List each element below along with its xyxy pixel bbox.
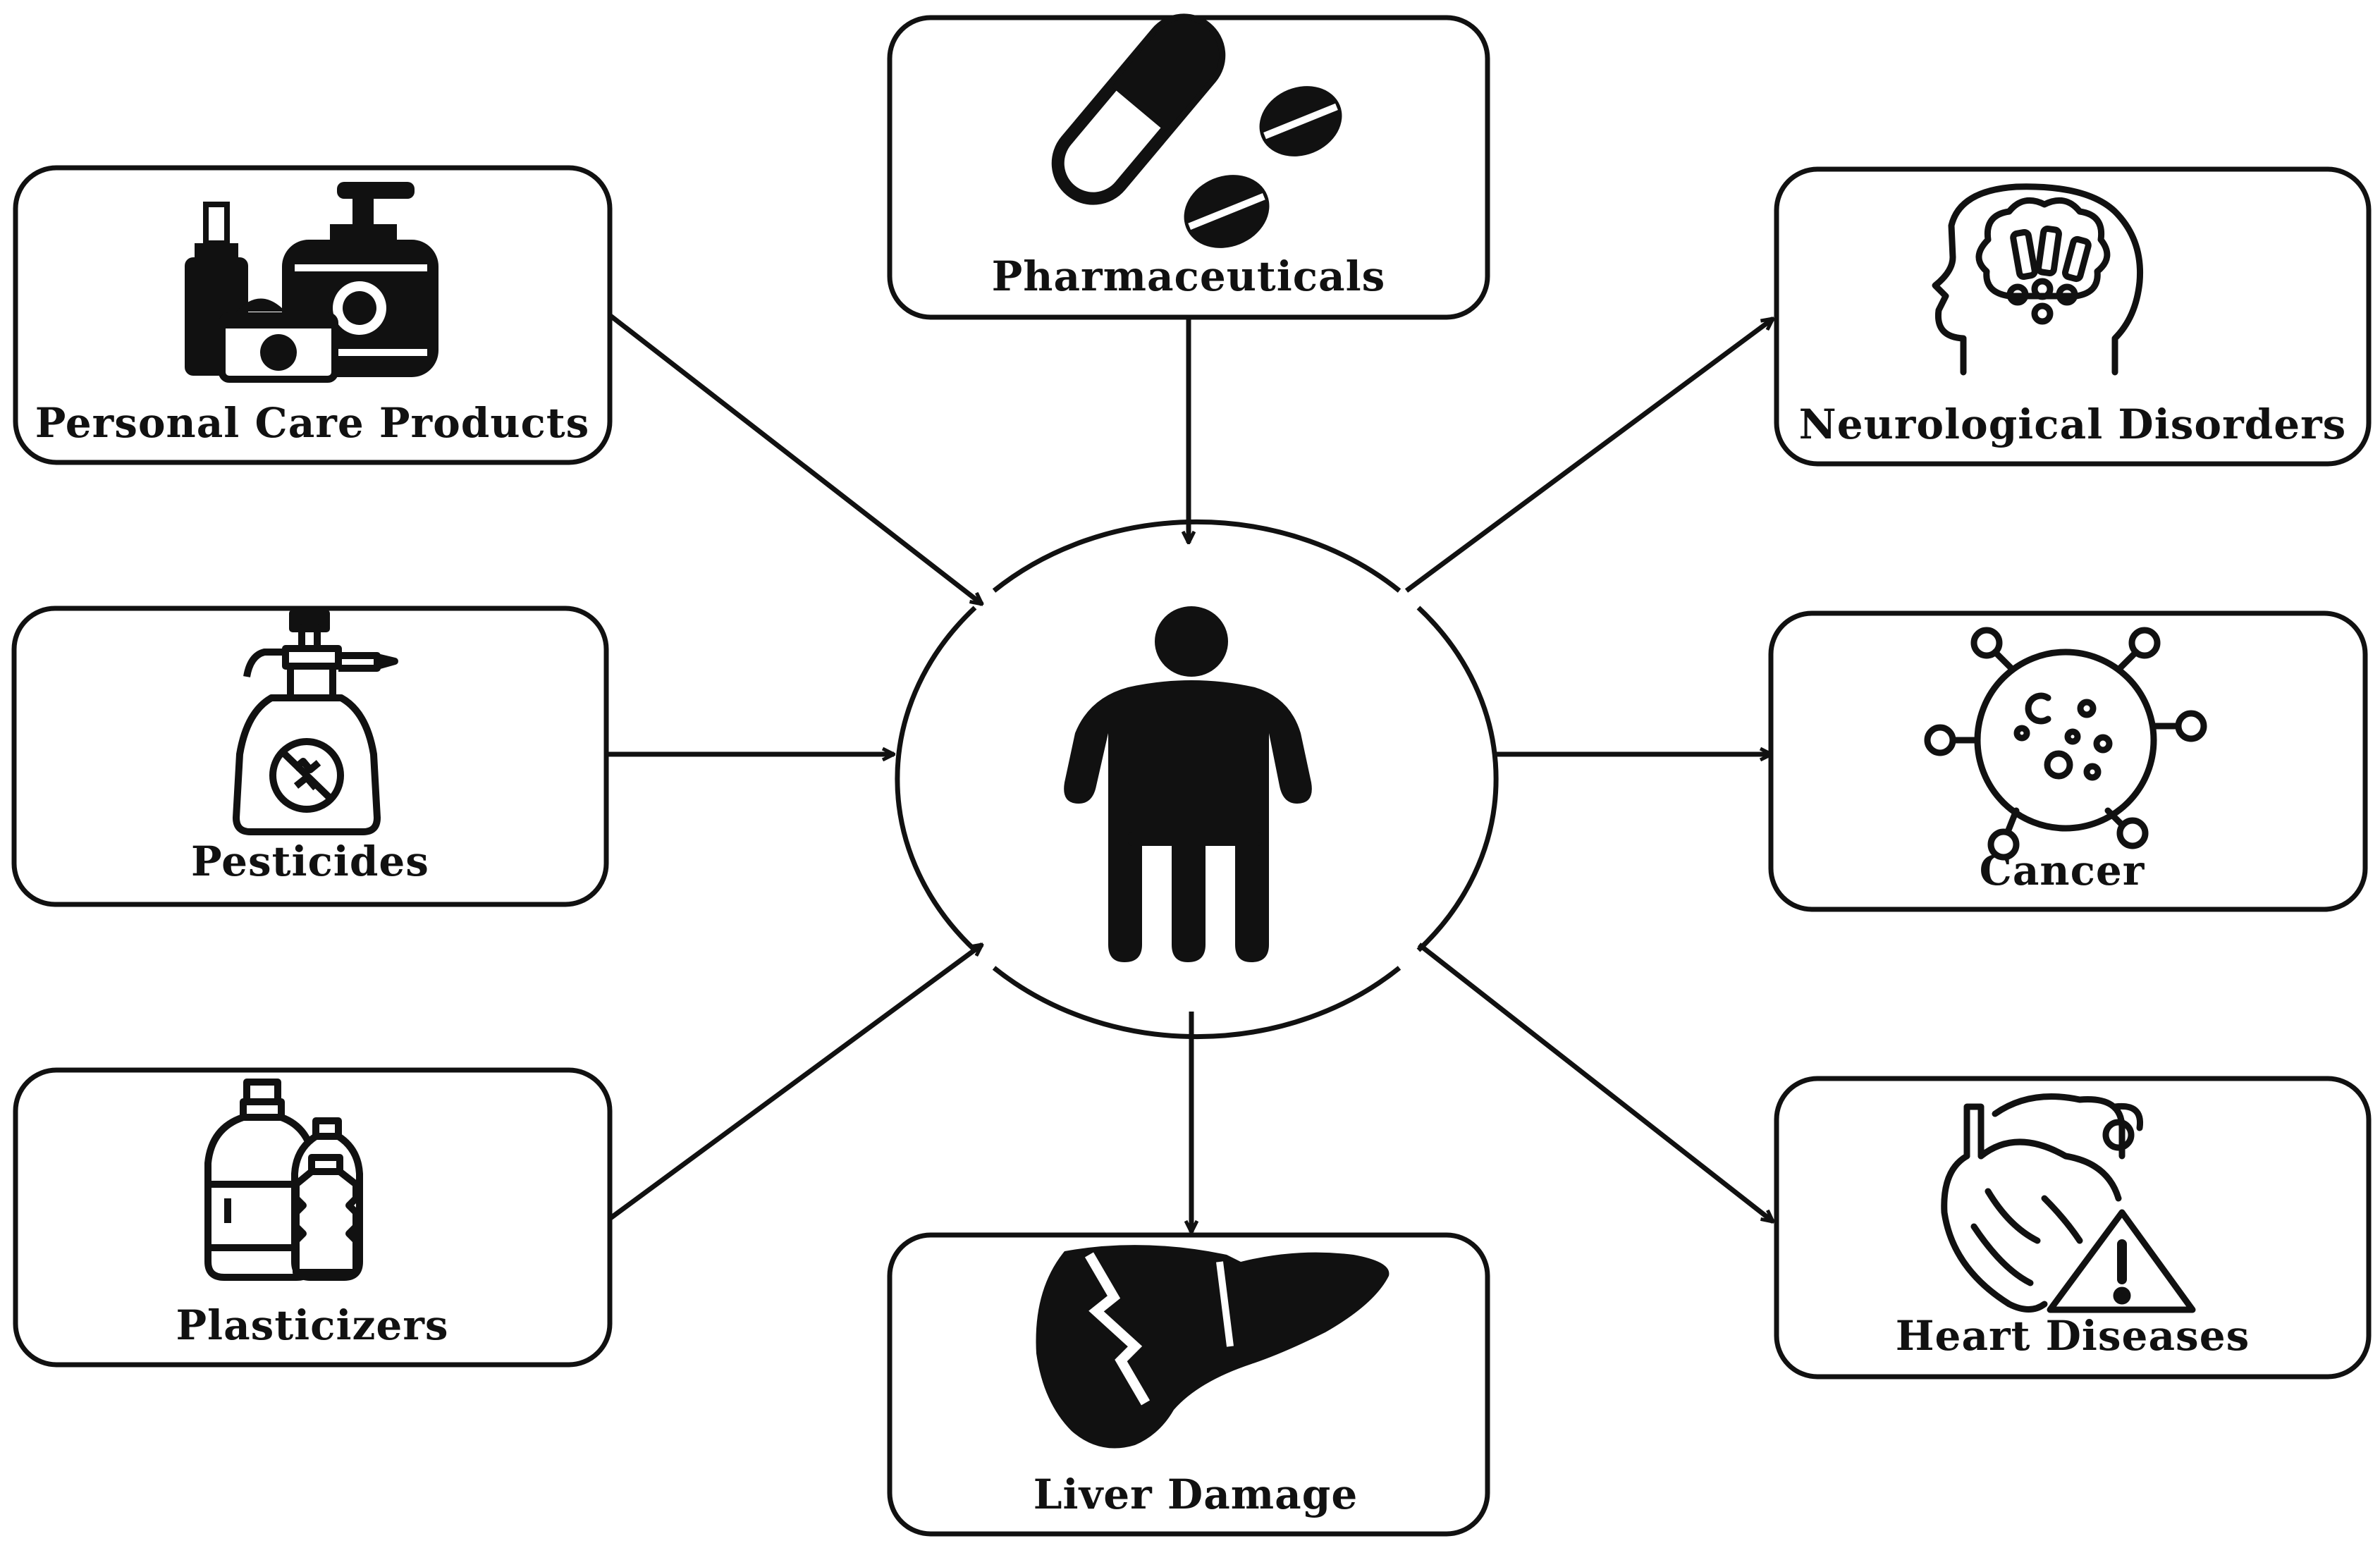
arrow-personal-care-to-person — [608, 314, 982, 604]
box-cancer: Cancer — [1768, 610, 2368, 912]
pesticides-label: Pesticides — [191, 837, 429, 885]
box-plasticizers: Plasticizers — [13, 1067, 613, 1368]
box-pharmaceuticals: Pharmaceuticals — [887, 13, 1490, 320]
pesticide-sprayer-icon — [233, 610, 398, 835]
person-icon — [1064, 606, 1312, 962]
cancer-label: Cancer — [1980, 847, 2145, 895]
heart-diseases-label: Heart Diseases — [1896, 1312, 2250, 1360]
box-pesticides: Pesticides — [11, 606, 609, 907]
neurological-disorders-label: Neurological Disorders — [1799, 400, 2347, 448]
liver-damage-label: Liver Damage — [1033, 1470, 1358, 1518]
connector-arrows — [608, 314, 1773, 1232]
cancer-cell-icon — [1924, 627, 2207, 861]
cosmetics-icon — [185, 182, 438, 383]
brain-head-icon — [1932, 183, 2144, 376]
arrow-plasticizers-to-person — [608, 945, 982, 1220]
arrow-person-to-heart — [1417, 942, 1773, 1222]
arrow-person-to-neurological — [1404, 319, 1773, 593]
personal-care-products-label: Personal Care Products — [35, 399, 590, 447]
box-neurological-disorders: Neurological Disorders — [1774, 166, 2372, 467]
heart-warning-icon — [1941, 1093, 2196, 1313]
box-personal-care-products: Personal Care Products — [13, 165, 613, 465]
plastic-bottles-icon — [204, 1079, 363, 1281]
damaged-liver-icon — [1036, 1245, 1390, 1449]
person-node — [895, 519, 1499, 1040]
person-ring — [895, 519, 1499, 1040]
pharmaceuticals-label: Pharmaceuticals — [992, 252, 1386, 300]
box-liver-damage: Liver Damage — [887, 1232, 1490, 1537]
box-heart-diseases: Heart Diseases — [1774, 1076, 2372, 1380]
plasticizers-label: Plasticizers — [176, 1301, 448, 1349]
pill-icon — [1051, 13, 1342, 248]
